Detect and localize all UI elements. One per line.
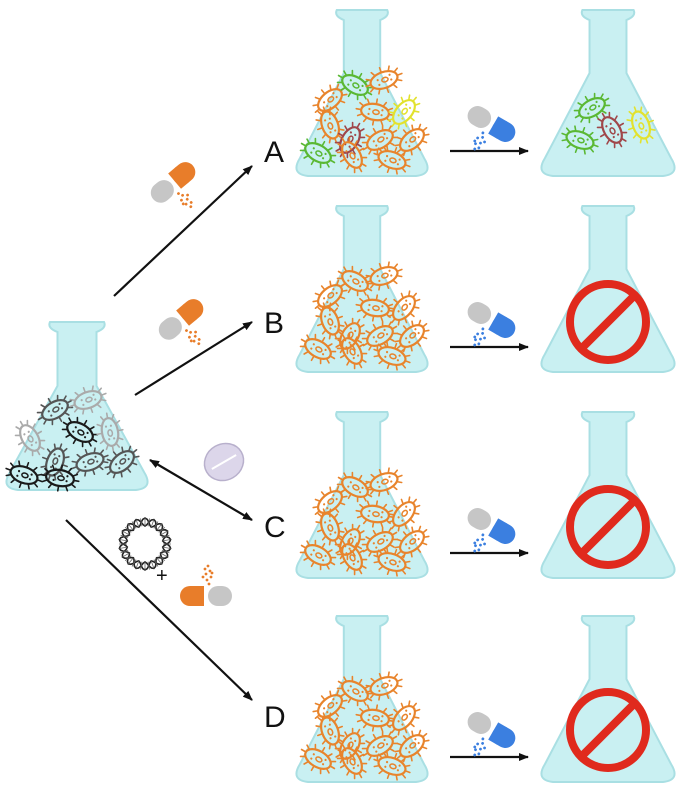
culture-bacterium [387, 94, 421, 130]
survivor-bacterium [626, 106, 656, 144]
culture-bacterium [373, 145, 411, 175]
orange-capsule-icon [158, 299, 204, 346]
source-bacterium [69, 385, 107, 415]
tablet-pill-icon [203, 442, 245, 482]
culture-bacterium [336, 742, 368, 780]
orange-capsule-icon [150, 162, 196, 209]
culture-bacterium [355, 500, 395, 528]
source-bacterium [14, 419, 46, 457]
plus-sign: + [156, 565, 168, 587]
pills-layer [118, 106, 516, 757]
survivor-bacterium [573, 92, 611, 124]
culture-bacterium [355, 98, 395, 126]
culture-bacterium [312, 83, 348, 117]
culture-bacterium [394, 729, 430, 763]
culture-flask-b [295, 205, 429, 373]
culture-bacterium [365, 65, 403, 95]
culture-bacterium [365, 671, 403, 701]
prohibit-layer [566, 280, 650, 772]
result-flask-a [540, 9, 676, 177]
source-bacterium [96, 412, 124, 452]
culture-bacterium [365, 467, 403, 497]
arrow-to-b [134, 321, 253, 396]
survivor-bacterium [596, 111, 628, 149]
orange-capsule-icon [180, 564, 232, 606]
blue-capsule-icon [467, 106, 516, 151]
culture-bacterium [336, 136, 368, 174]
source-bacterium [40, 464, 80, 492]
culture-bacterium [394, 319, 430, 353]
result-flask-b [540, 205, 676, 373]
culture-bacterium [336, 265, 374, 297]
arrows-layer [65, 147, 529, 761]
source-bacterium [71, 447, 109, 477]
culture-bacterium [361, 730, 399, 762]
arrow-to-a [113, 165, 253, 297]
culture-bacterium [299, 333, 337, 365]
culture-bacterium [373, 341, 411, 371]
bacteria-layer [5, 65, 656, 781]
arrow-to-d [65, 519, 253, 701]
culture-bacterium [365, 261, 403, 291]
blue-capsule-icon [467, 302, 516, 347]
culture-bacterium [299, 539, 337, 571]
prohibition-sign-icon [566, 688, 650, 772]
culture-bacterium [299, 137, 337, 169]
plasmid-dna-icon [118, 517, 172, 571]
arrow-to-c [149, 459, 253, 521]
culture-bacterium [361, 526, 399, 558]
culture-bacterium [336, 332, 368, 370]
prohibition-sign-icon [566, 280, 650, 364]
culture-bacterium [361, 320, 399, 352]
source-bacterium [36, 394, 74, 426]
blue-capsule-icon [467, 712, 516, 757]
survivor-bacterium [561, 125, 599, 155]
result-flask-c [540, 411, 676, 579]
culture-bacterium [336, 471, 374, 503]
culture-bacterium [387, 700, 421, 736]
culture-bacterium [361, 124, 399, 156]
row-label-b: B [264, 307, 284, 340]
row-label-a: A [264, 136, 284, 169]
culture-flask-d [295, 615, 429, 783]
culture-bacterium [355, 704, 395, 732]
source-bacterium [104, 445, 140, 479]
culture-bacterium [373, 751, 411, 781]
culture-flask-a [295, 9, 429, 177]
culture-bacterium [336, 538, 368, 576]
culture-bacterium [373, 547, 411, 577]
culture-bacterium [299, 743, 337, 775]
culture-bacterium [394, 123, 430, 157]
culture-bacterium [336, 69, 374, 101]
culture-bacterium [336, 675, 374, 707]
culture-bacterium [387, 290, 421, 326]
culture-flask-c [295, 411, 429, 579]
row-label-d: D [264, 701, 286, 734]
culture-bacterium [387, 496, 421, 532]
prohibition-sign-icon [566, 485, 650, 569]
row-label-c: C [264, 511, 286, 544]
source-bacterium [5, 460, 43, 490]
result-flask-d [540, 615, 676, 783]
culture-bacterium [355, 294, 395, 322]
culture-bacterium [394, 525, 430, 559]
blue-capsule-icon [467, 508, 516, 553]
source-bacterium [61, 416, 99, 448]
